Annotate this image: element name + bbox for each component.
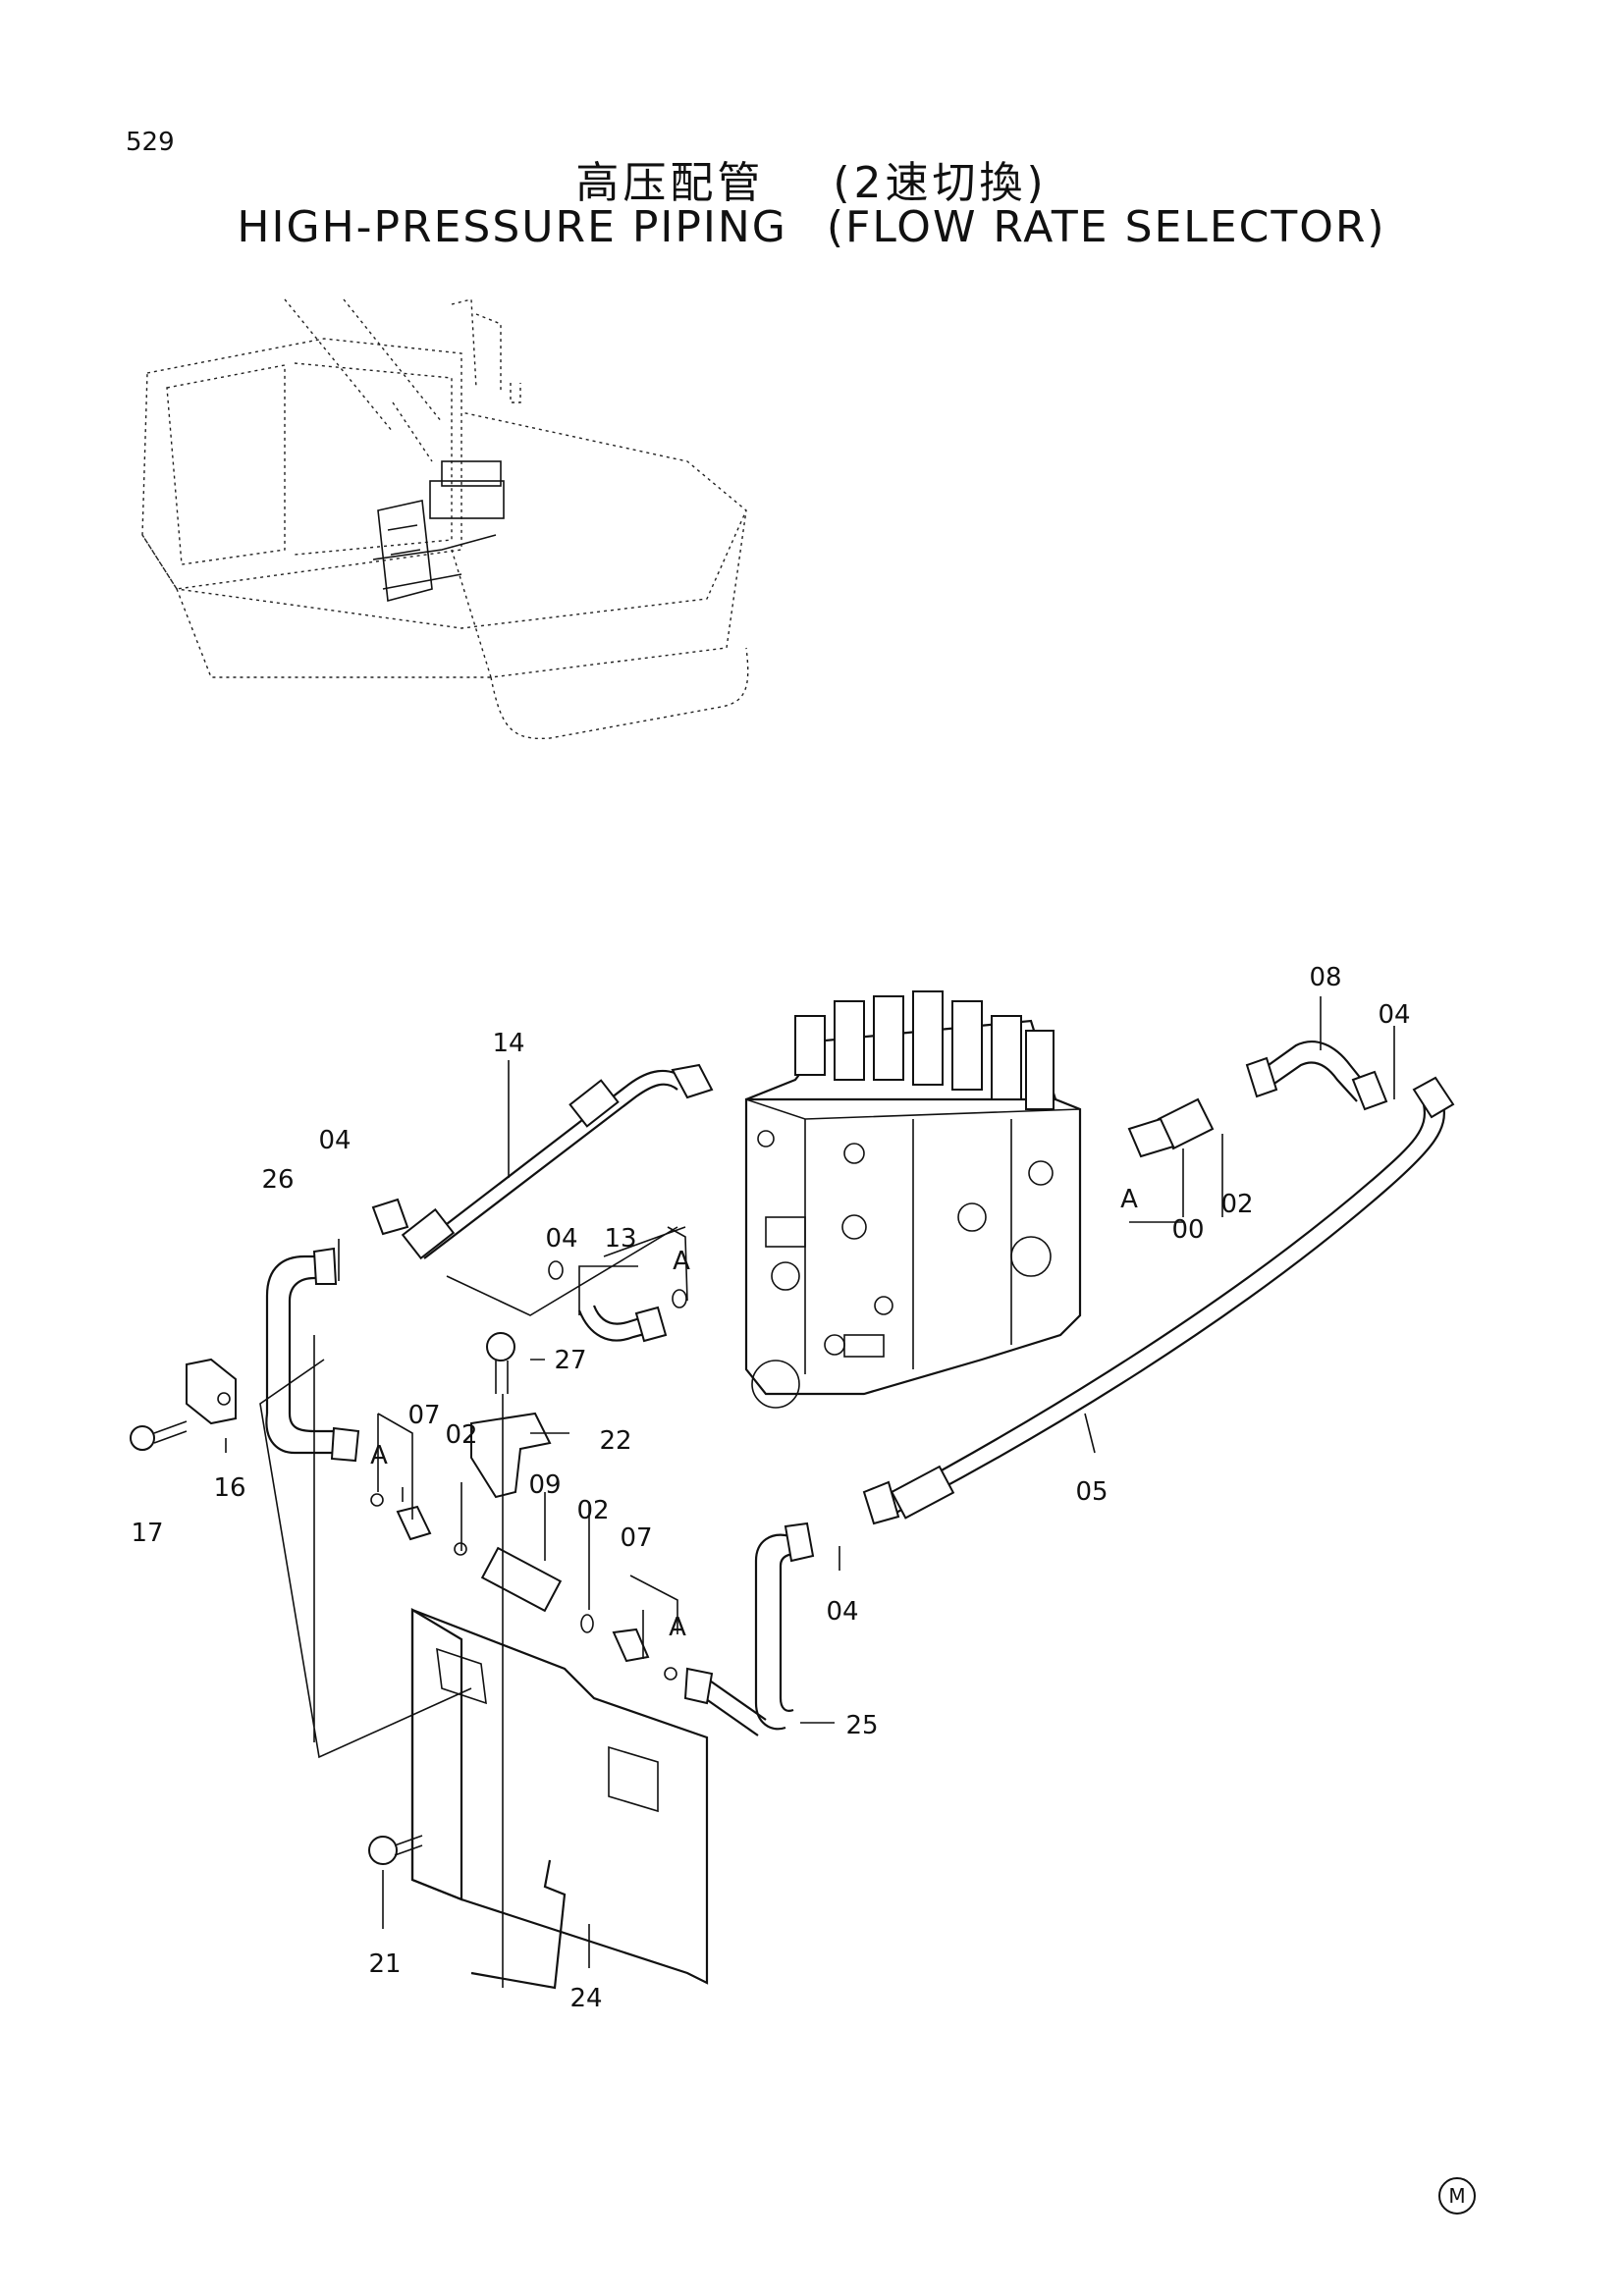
manufacturer-mark: M (1438, 2177, 1476, 2215)
adapter-00 (1127, 1097, 1215, 1158)
callout-09: 09 (528, 1470, 562, 1500)
callout-04-center: 04 (545, 1224, 578, 1254)
callout-22: 22 (599, 1426, 632, 1456)
title-jp-main: 高压配管 (575, 158, 765, 208)
callout-A-right: A (1120, 1185, 1138, 1214)
elbow-13 (548, 1226, 688, 1343)
callout-21: 21 (368, 1949, 402, 1979)
excavator-overview-illustration (141, 298, 749, 740)
pipe-25 (683, 1522, 815, 1736)
callout-A-lower: A (669, 1613, 686, 1642)
callout-04-left: 04 (318, 1126, 352, 1155)
callout-13: 13 (604, 1224, 637, 1254)
callout-24: 24 (569, 1984, 603, 2013)
page-title-english: HIGH-PRESSURE PIPING (FLOW RATE SELECTOR) (0, 202, 1623, 252)
bracket-plate-24 (368, 1608, 709, 1990)
fittings-07-02-09 (370, 1413, 678, 1681)
callout-00: 00 (1171, 1215, 1205, 1245)
callout-A-center: A (673, 1247, 690, 1276)
title-en-main: HIGH-PRESSURE PIPING (237, 202, 787, 252)
callout-14: 14 (492, 1029, 525, 1058)
callout-08: 08 (1309, 963, 1342, 992)
callout-A-left: A (370, 1441, 388, 1470)
callout-07-center: 07 (620, 1523, 653, 1553)
callout-04-lower: 04 (826, 1597, 859, 1627)
callout-04-right: 04 (1378, 1000, 1411, 1030)
hose-05 (862, 1076, 1455, 1525)
page-number: 529 (126, 128, 175, 157)
bracket-22-bolt-27 (470, 1332, 552, 1988)
page-title-japanese: 高压配管 (2速切換) (0, 147, 1623, 210)
callout-16: 16 (213, 1473, 246, 1503)
callout-07-left: 07 (407, 1401, 441, 1430)
callout-02-left: 02 (445, 1420, 478, 1450)
leader-lines (225, 996, 1395, 1968)
title-en-sub: (FLOW RATE SELECTOR) (826, 202, 1386, 252)
control-valve-assembly (744, 990, 1082, 1409)
callout-26: 26 (261, 1165, 295, 1195)
title-jp-sub: (2速切換) (833, 158, 1048, 208)
callout-02-center: 02 (576, 1496, 610, 1525)
callout-05: 05 (1075, 1477, 1109, 1507)
clamp-16-bolt-17 (130, 1358, 237, 1451)
elbow-08 (1245, 1041, 1388, 1111)
callout-27: 27 (554, 1346, 587, 1375)
callout-25: 25 (845, 1711, 879, 1740)
callout-17: 17 (131, 1519, 164, 1548)
callout-02-right: 02 (1220, 1190, 1254, 1219)
hose-14 (371, 1063, 714, 1260)
pipe-26 (265, 1247, 360, 1463)
